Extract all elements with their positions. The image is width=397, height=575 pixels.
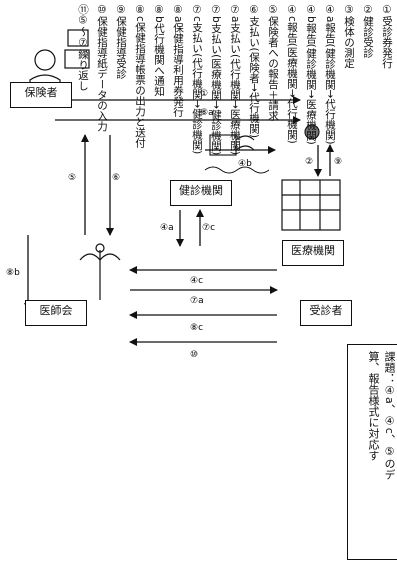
legend-text: 支払い(保険者→代行機関) (248, 16, 260, 138)
task-line-2: 算、報告様式に対応す (367, 351, 380, 461)
legend-item: ①受診券発行 (381, 4, 393, 69)
legend-item: ⑦c支払い(代行機関→健診機関) (191, 4, 203, 154)
legend-number: ② (362, 4, 374, 16)
legend-item: ③検体の測定 (343, 4, 355, 69)
legend-number: ⑦c (191, 4, 203, 22)
legend-number: ④a (324, 4, 336, 22)
legend-number: ⑧b (153, 4, 165, 23)
legend-number: ⑥ (248, 4, 260, 16)
legend-text: ⑤〜⑦繰り返し (77, 15, 89, 92)
legend-number: ⑪ (77, 4, 89, 15)
legend-text: 報告(健診機関→代行機関) (324, 22, 336, 144)
legend-item: ④a報告(健診機関→代行機関) (324, 4, 336, 144)
legend-item: ⑩保健指導紙データの入力 (96, 4, 108, 132)
legend-item: ⑤保険者への報告＋請求 (267, 4, 279, 121)
legend-text: 報告(医療機関→代行機関) (286, 22, 298, 144)
legend-text: 受診券発行 (381, 16, 393, 69)
legend-number: ⑤ (267, 4, 279, 16)
task-line-1: 課題：④a、④c、⑤のデ (383, 351, 396, 480)
legend-number: ⑧a (172, 4, 184, 22)
legend-text: 保険者への報告＋請求 (267, 16, 279, 121)
legend-number: ④b (305, 4, 317, 23)
legend-item: ⑧a保健指導利用券発行 (172, 4, 184, 117)
legend-number: ⑧c (134, 4, 146, 22)
legend-number: ⑦a (229, 4, 241, 22)
legend-number: ③ (343, 4, 355, 16)
legend-number: ④c (286, 4, 298, 22)
legend-item: ④c報告(医療機関→代行機関) (286, 4, 298, 144)
legend-number: ① (381, 4, 393, 16)
legend-item: ②健診受診 (362, 4, 374, 58)
task-box: 課題：④a、④c、⑤のデ 算、報告様式に対応す (347, 344, 397, 560)
legend-item: ⑥支払い(保険者→代行機関) (248, 4, 260, 138)
legend-text: 検体の測定 (343, 16, 355, 69)
legend-text: 報告(健診機関→医療機関) (305, 23, 317, 145)
legend-item: ⑪⑤〜⑦繰り返し (77, 4, 89, 91)
legend-number: ⑦b (210, 4, 222, 23)
legend-text: 支払い(代行機関→健診機関) (191, 22, 203, 155)
legend-item: ⑧b代行機関へ通知 (153, 4, 165, 96)
legend-item: ⑨保健指導受診 (115, 4, 127, 79)
legend-text: 保健指導受診 (115, 16, 127, 79)
legend-text: 保健指導帳票の出力と送付 (134, 22, 146, 148)
legend-text: 代行機関へ通知 (153, 23, 165, 97)
legend-text: 保健指導利用券発行 (172, 22, 184, 117)
legend-item: ④b報告(健診機関→医療機関) (305, 4, 317, 145)
legend-text: 支払い(医療機関→健診機関) (210, 23, 222, 156)
legend-text: 保健指導紙データの入力 (96, 16, 108, 132)
legend-item: ⑦b支払い(医療機関→健診機関) (210, 4, 222, 155)
legend-number: ⑩ (96, 4, 108, 16)
legend-item: ⑦a支払い(代行機関→医療機関) (229, 4, 241, 155)
legend-text: 支払い(代行機関→医療機関) (229, 22, 241, 155)
legend-item: ⑧c保健指導帳票の出力と送付 (134, 4, 146, 148)
legend-text: 健診受診 (362, 16, 374, 58)
legend-number: ⑨ (115, 4, 127, 16)
